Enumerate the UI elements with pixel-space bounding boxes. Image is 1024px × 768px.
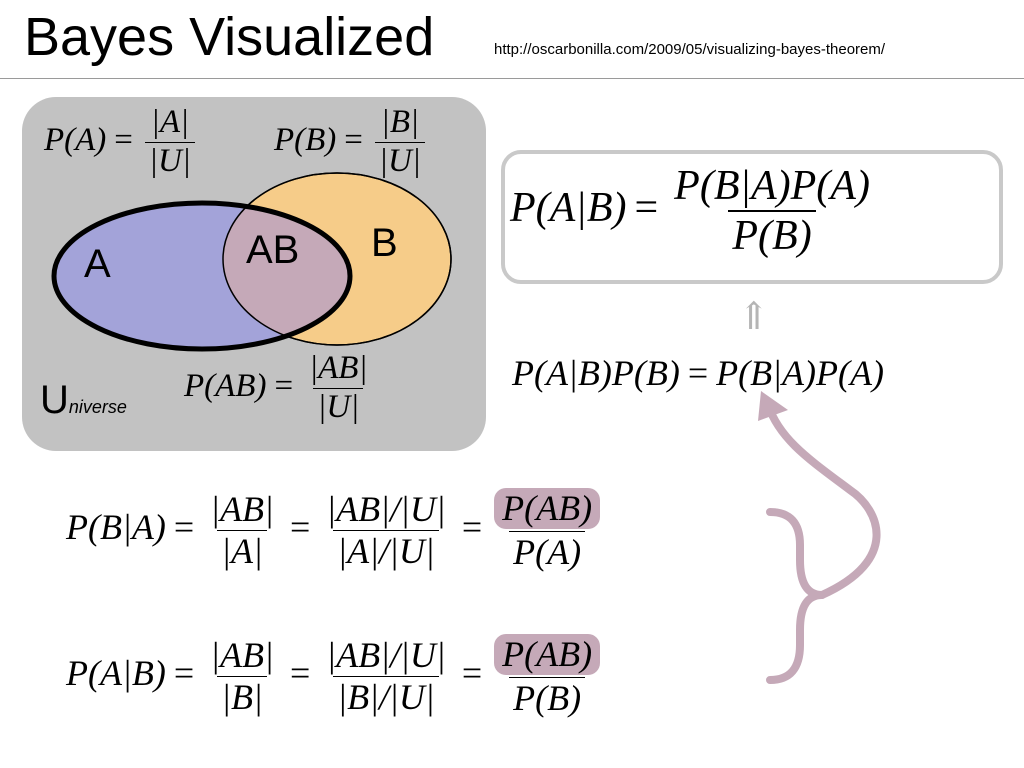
bayes-num: P(B|A)P(A): [674, 163, 870, 209]
equals-sign: =: [687, 353, 709, 393]
formula-pa: P(A)= |A||U|: [44, 104, 199, 181]
cond-ab-lhs: P(A|B): [66, 653, 166, 694]
equals-sign: =: [289, 653, 311, 694]
slide-title: Bayes Visualized: [24, 7, 435, 67]
equals-sign: =: [114, 122, 133, 159]
cond-ba-f1-den: |A|: [217, 530, 267, 572]
formula-cond-ab: P(A|B)=|AB||B|=|AB|/|U||B|/|U|=P(AB)P(B): [66, 634, 604, 720]
equals-sign: =: [634, 184, 659, 231]
intersection-label: AB: [246, 228, 300, 272]
equals-sign: =: [461, 653, 483, 694]
set-b-label: B: [371, 221, 398, 265]
cond-ba-f1-num: |AB|: [210, 489, 274, 529]
bayes-theorem: P(A|B)= P(B|A)P(A)P(B): [510, 162, 878, 261]
equals-sign: =: [173, 507, 195, 548]
source-url-link[interactable]: http://oscarbonilla.com/2009/05/visualiz…: [494, 41, 886, 58]
cond-ba-f3-num-highlight: P(AB): [494, 488, 601, 530]
formula-pab-num: |AB|: [309, 350, 368, 386]
cond-ba-lhs: P(B|A): [66, 507, 166, 548]
equals-sign: =: [173, 653, 195, 694]
bayes-lhs: P(A|B): [510, 184, 627, 231]
universe-label: Universe: [40, 378, 127, 423]
product-rule: P(A|B)P(B)=P(B|A)P(A): [512, 352, 884, 394]
formula-pab: P(AB)= |AB||U|: [184, 350, 376, 427]
equals-sign: =: [274, 368, 294, 405]
brace-connector: [766, 508, 826, 684]
implies-arrow-icon: ⇑: [738, 296, 770, 338]
cond-ab-f3-num-highlight: P(AB): [494, 634, 601, 676]
formula-pa-num: |A|: [150, 104, 190, 140]
cond-ba-f3-den: P(A): [509, 531, 586, 573]
equals-sign: =: [289, 507, 311, 548]
set-a-outline: [51, 200, 353, 352]
formula-pb-num: |B|: [380, 104, 420, 140]
universe-initial: U: [40, 378, 69, 422]
curved-arrow-shaft: [764, 401, 881, 599]
formula-pb-den: |U|: [374, 141, 425, 181]
cond-ba-f2-num: |AB|/|U|: [326, 489, 446, 529]
title-divider: [0, 78, 1024, 79]
formula-pb: P(B)= |B||U|: [274, 104, 429, 181]
cond-ab-f1-num: |AB|: [210, 635, 274, 675]
product-rhs: P(B|A)P(A): [716, 353, 884, 393]
set-a-label: A: [84, 242, 111, 286]
universe-rest: niverse: [68, 397, 127, 417]
formula-pab-den: |U|: [313, 387, 364, 427]
equals-sign: =: [344, 122, 363, 159]
cond-ab-f2-num: |AB|/|U|: [326, 635, 446, 675]
formula-pab-lhs: P(AB): [184, 368, 267, 405]
cond-ab-f1-den: |B|: [217, 676, 267, 718]
bayes-den: P(B): [728, 210, 816, 260]
set-b-outline: [222, 172, 452, 346]
cond-ab-f3-den: P(B): [509, 677, 586, 719]
formula-pa-lhs: P(A): [44, 122, 107, 159]
curved-arrow-head-icon: [758, 391, 788, 421]
bayes-theorem-box: [501, 150, 1003, 284]
equals-sign: =: [461, 507, 483, 548]
product-lhs: P(A|B)P(B): [512, 353, 680, 393]
formula-cond-ba: P(B|A)=|AB||A|=|AB|/|U||A|/|U|=P(AB)P(A): [66, 488, 604, 574]
formula-pa-den: |U|: [144, 141, 195, 181]
formula-pb-lhs: P(B): [274, 122, 337, 159]
cond-ba-f2-den: |A|/|U|: [333, 530, 439, 572]
cond-ab-f2-den: |B|/|U|: [333, 676, 439, 718]
